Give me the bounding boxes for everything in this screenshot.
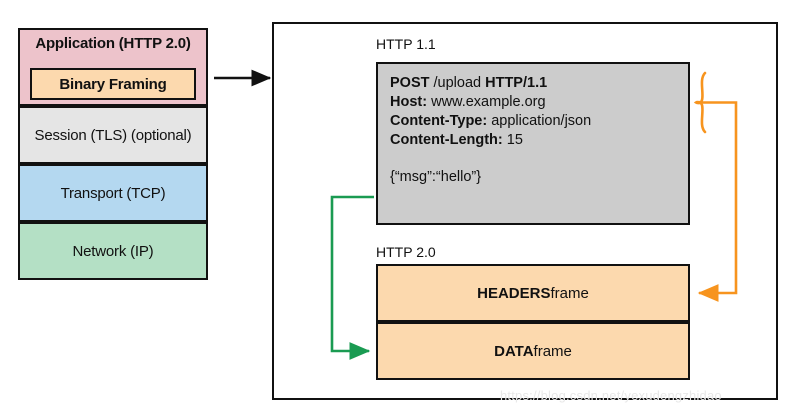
http11-header-content-length-name: Content-Length: (390, 132, 503, 148)
data-frame-name: DATA (494, 342, 534, 360)
http11-version: HTTP/1.1 (485, 75, 548, 91)
watermark-text: https://blog.csdn.net/yexudengzhidao (500, 388, 722, 403)
http11-path: /upload (429, 75, 486, 91)
http11-header-content-type-name: Content-Type: (390, 113, 488, 129)
http20-section-label: HTTP 2.0 (376, 244, 436, 260)
headers-frame: HEADERS frame (376, 264, 690, 322)
data-frame-suffix: frame (533, 342, 572, 360)
data-frame: DATA frame (376, 322, 690, 380)
http11-header-host: Host: www.example.org (390, 93, 676, 112)
headers-frame-name: HEADERS (477, 284, 551, 302)
http11-body: {“msg”:“hello”} (390, 169, 482, 185)
stack-layer-session: Session (TLS) (optional) (18, 106, 208, 164)
application-layer-label: Application (HTTP 2.0) (35, 35, 191, 52)
stack-layer-transport: Transport (TCP) (18, 164, 208, 222)
http11-section-label: HTTP 1.1 (376, 36, 436, 52)
http11-method: POST (390, 75, 430, 91)
stack-layer-application: Application (HTTP 2.0) Binary Framing (18, 28, 208, 106)
http11-header-host-name: Host: (390, 94, 428, 110)
http11-header-content-length: Content-Length: 15 (390, 131, 676, 150)
headers-frame-suffix: frame (550, 284, 589, 302)
binary-framing-box: Binary Framing (30, 68, 196, 100)
http11-header-host-value: www.example.org (427, 94, 546, 110)
http11-header-content-type-value: application/json (487, 113, 592, 129)
http11-header-content-length-value: 15 (502, 132, 523, 148)
http11-header-content-type: Content-Type: application/json (390, 112, 676, 131)
http11-request-line: POST /upload HTTP/1.1 (390, 74, 676, 93)
http11-message-box: POST /upload HTTP/1.1 Host: www.example.… (376, 62, 690, 225)
stack-layer-network: Network (IP) (18, 222, 208, 280)
